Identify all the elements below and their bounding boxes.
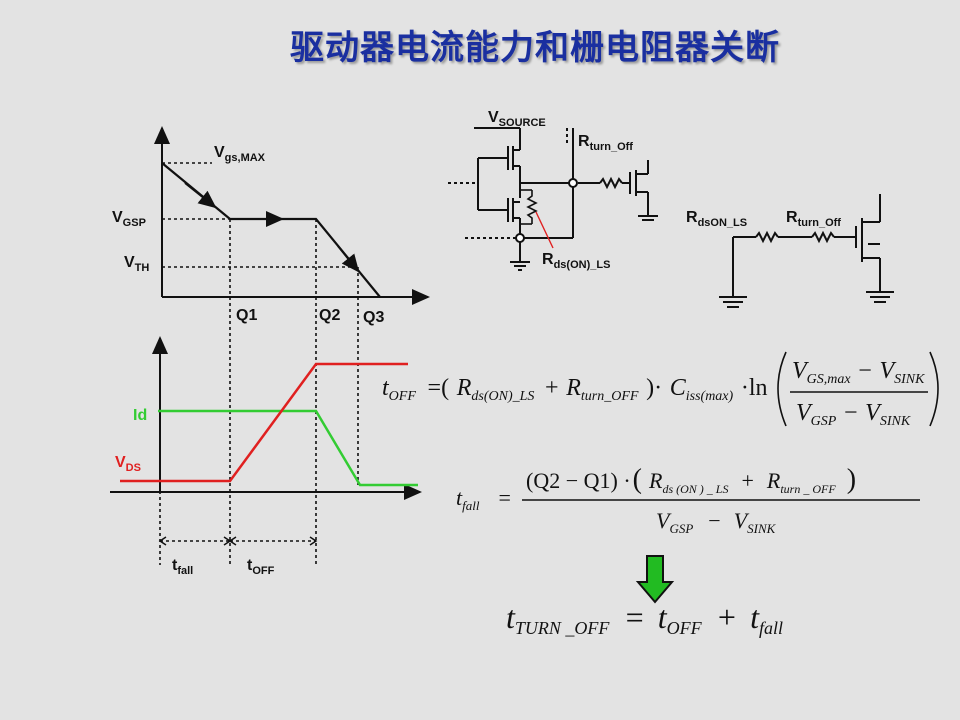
rds-on-ls-label: Rds(ON)_LS <box>542 251 610 271</box>
vds-label: VDS <box>115 454 141 474</box>
equivalent-circuit <box>719 194 894 308</box>
svg-text:tOFF =( Rds(ON)_LS: tOFF =( Rds(ON)_LS + Rturn_OFF )· Ciss(m… <box>382 373 768 406</box>
equation-turn-off: tTURN _OFF = tOFF + tfall <box>506 598 783 642</box>
svg-text:tfall =: tfall = <box>456 485 511 516</box>
id-label: Id <box>133 407 147 424</box>
q3-label: Q3 <box>363 309 384 326</box>
svg-text:(Q2 − Q1) ·( Rds (ON ) _: (Q2 − Q1) ·( Rds (ON ) _ LS + Rturn _ OF… <box>526 464 856 499</box>
equation-toff: tOFF =( Rds(ON)_LS + Rturn_OFF )· Ciss(m… <box>382 351 939 431</box>
vds-trace <box>120 362 408 483</box>
tfall-label: tfall <box>172 557 193 577</box>
page-title: 驱动器电流能力和栅电阻器关断 <box>290 28 780 68</box>
reference-dashes <box>159 162 359 565</box>
q1-label: Q1 <box>236 307 257 324</box>
toff-label: tOFF <box>247 557 275 577</box>
vgsp-label: VGSP <box>112 209 146 229</box>
id-trace <box>158 409 418 487</box>
vgs-max-label: Vgs,MAX <box>214 144 266 164</box>
vth-label: VTH <box>124 254 149 274</box>
down-arrow-icon <box>635 555 675 604</box>
gate-voltage-waveform <box>154 126 430 565</box>
q2-label: Q2 <box>319 307 340 324</box>
rturn-off-label: Rturn_Off <box>578 133 633 153</box>
rturn-off-eq-label: Rturn_Off <box>786 209 841 229</box>
svg-text:tTURN _OFF = tOFF: tTURN _OFF = tOFF + tfall <box>506 598 783 642</box>
drain-waveform <box>110 336 422 546</box>
equation-tfall: tfall = (Q2 − Q1) ·( Rds (ON ) _ LS + Rt… <box>456 464 920 539</box>
svg-text:VGS,max − VSINK: VGS,max − VSINK <box>792 356 925 389</box>
vsource-label: VSOURCE <box>488 109 546 129</box>
vgs-trace <box>161 162 381 298</box>
svg-text:VGSP − VSINK: VGSP − VSINK <box>656 508 777 539</box>
rdson-ls-label: RdsON_LS <box>686 209 747 229</box>
svg-text:VGSP − VSINK: VGSP − VSINK <box>796 398 911 431</box>
